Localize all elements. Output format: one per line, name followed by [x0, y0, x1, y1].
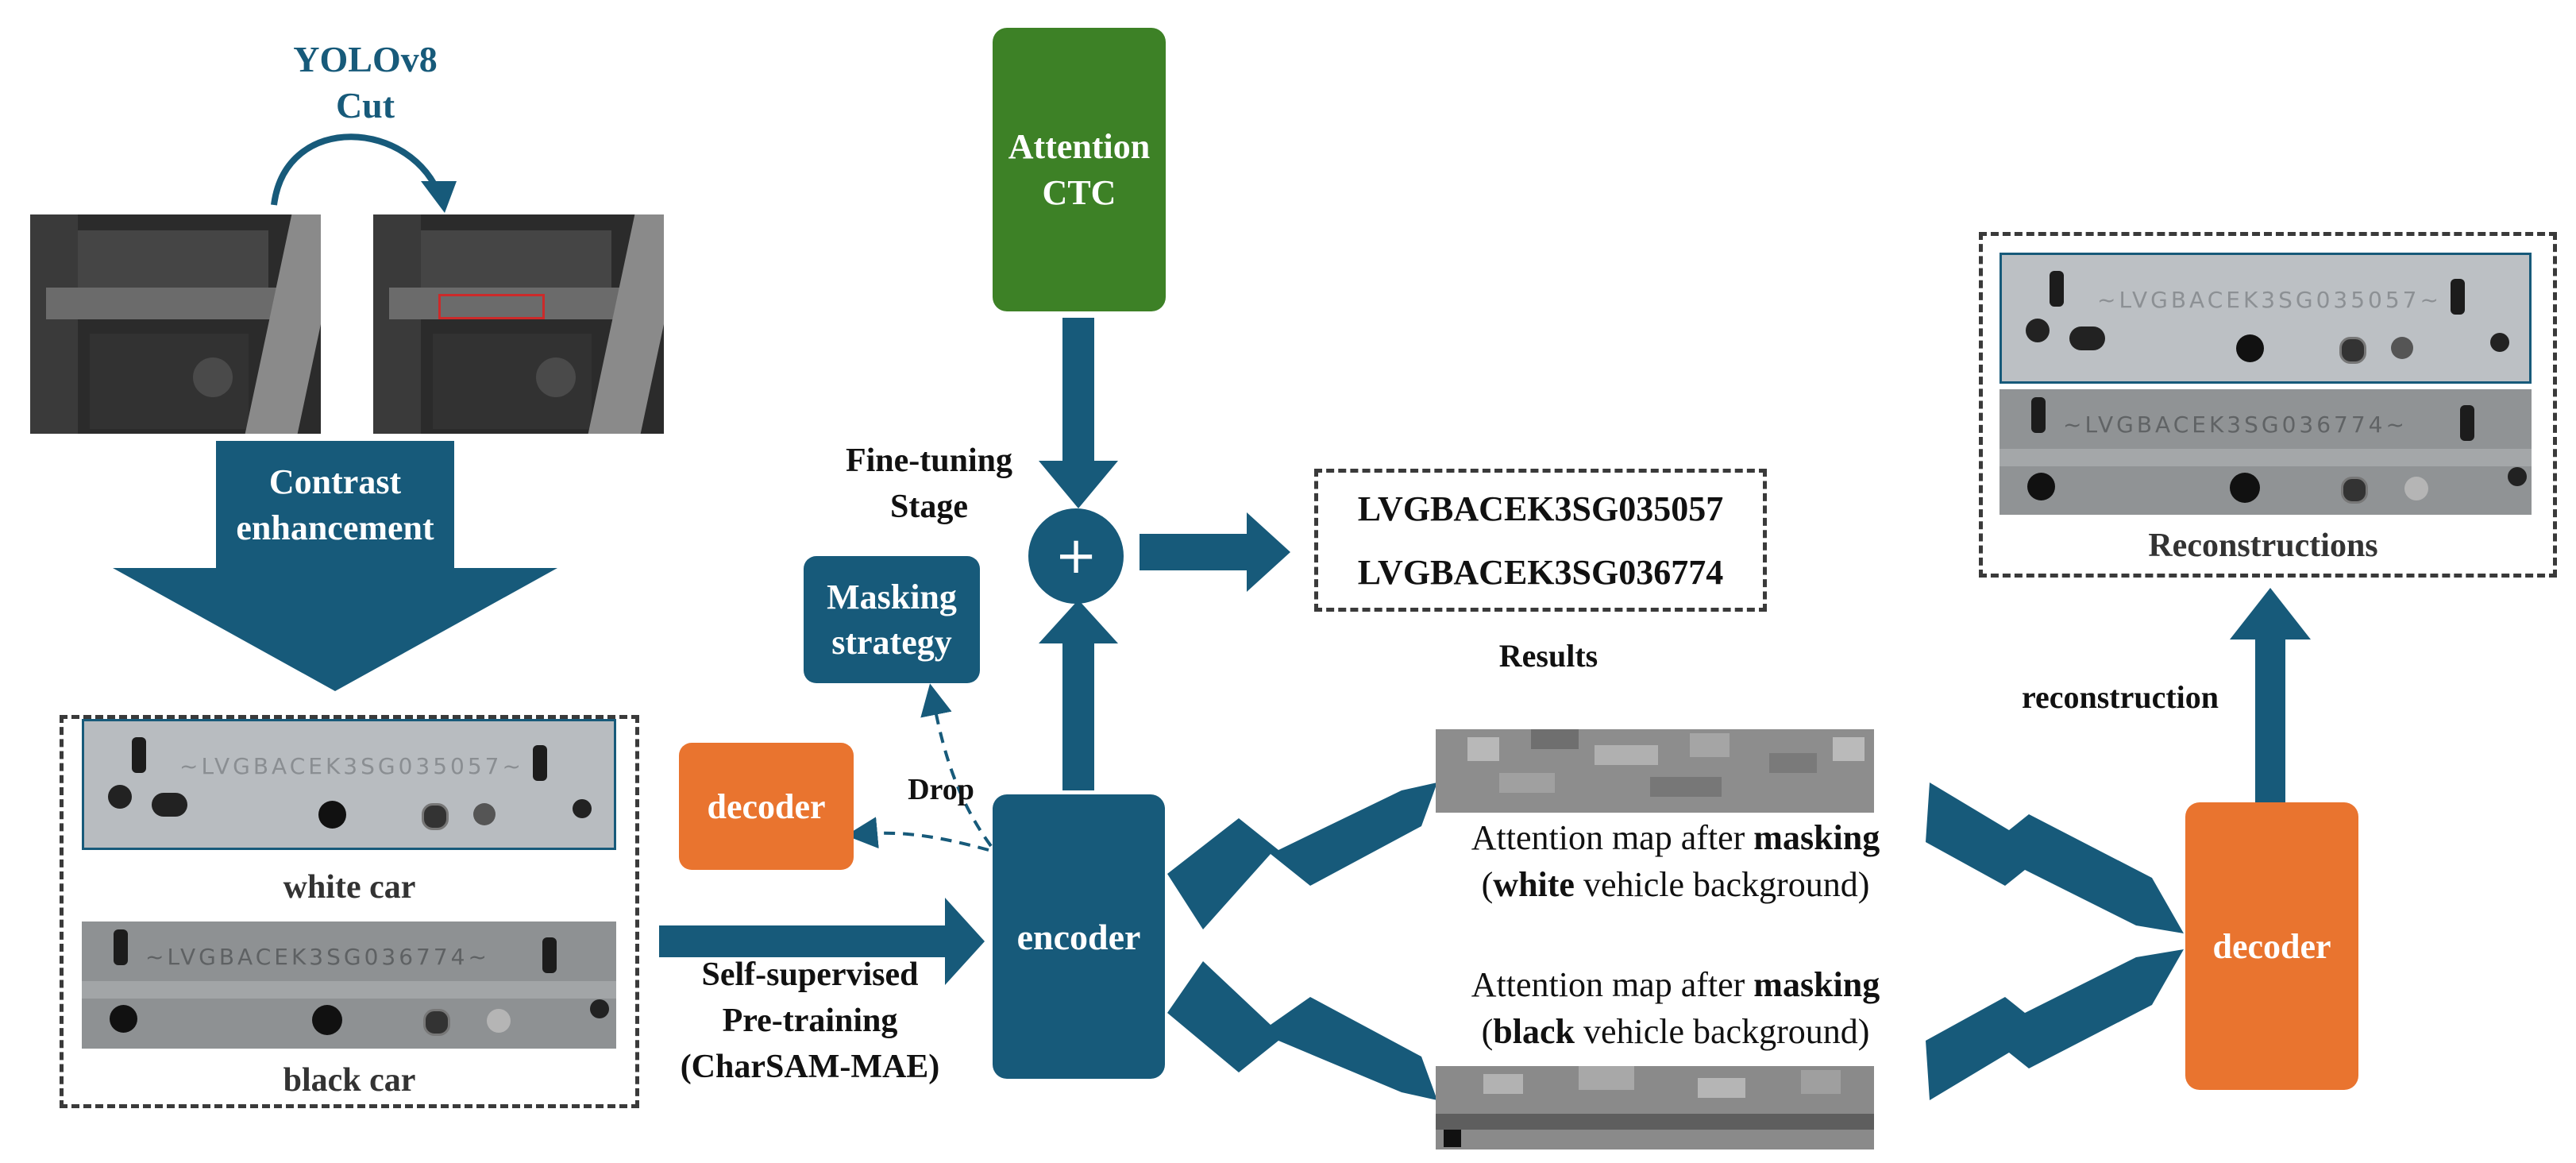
attention-black-prefix: Attention map after — [1471, 965, 1754, 1004]
yolo-label: YOLOv8 — [293, 39, 438, 79]
encoder-to-black-map-arrow — [1167, 961, 1437, 1100]
attention-black-word: black — [1493, 1012, 1575, 1052]
attention-caption-black: Attention map after masking (black vehic… — [1406, 961, 1945, 1056]
white-map-to-decoder-arrow — [1926, 782, 2184, 933]
sample-plates-group — [60, 715, 639, 1108]
selfsup-label-3: (CharSAM-MAE) — [680, 1049, 940, 1085]
attention-white-bold: masking — [1753, 818, 1880, 857]
cut-vehicle-photo — [373, 214, 664, 434]
attention-white-prefix: Attention map after — [1471, 818, 1754, 857]
cut-label: Cut — [335, 85, 395, 126]
encoder-label: encoder — [1016, 916, 1141, 957]
selfsup-label-1: Self-supervised — [701, 956, 919, 993]
masking-label-2: strategy — [831, 623, 952, 662]
result-line-1: LVGBACEK3SG035057 — [1357, 489, 1724, 528]
masking-label-1: Masking — [827, 577, 957, 616]
reconstruction-up-arrow — [2230, 588, 2311, 802]
reconstructions-group — [1979, 232, 2557, 578]
reconstruction-label: reconstruction — [2021, 679, 2219, 715]
selfsup-label-2: Pre-training — [722, 1003, 898, 1039]
reconstruction-black-plate: ~LVGBACEK3SG036774~ — [1999, 389, 2532, 515]
encoder-to-white-map-arrow — [1167, 782, 1437, 929]
contrast-label-1: Contrast — [268, 462, 402, 501]
selfsup-arrow — [659, 898, 985, 985]
yolo-curve-arrow — [271, 133, 444, 206]
encoder-block: encoder — [993, 794, 1165, 1079]
attention-down-arrow — [1039, 318, 1118, 508]
decoder-block: decoder — [2185, 802, 2358, 1090]
attention-caption-white: Attention map after masking (white vehic… — [1406, 814, 1945, 909]
result-line-2: LVGBACEK3SG036774 — [1357, 553, 1724, 592]
yolo-arrowhead — [421, 181, 457, 213]
black-car-label: black car — [283, 1062, 416, 1099]
contrast-label-2: enhancement — [236, 508, 434, 547]
drop-arrow-to-decoder — [846, 817, 989, 852]
results-box — [1314, 469, 1767, 612]
finetune-label-2: Stage — [890, 489, 968, 525]
plus-right-arrow — [1140, 512, 1290, 592]
attention-white-open: ( — [1481, 865, 1494, 905]
masking-strategy-block: Masking strategy — [804, 556, 980, 683]
decoder-dropped-label: decoder — [707, 786, 826, 826]
reconstruction-white-plate: ~LVGBACEK3SG035057~ — [1999, 253, 2532, 384]
attention-label-1: Attention — [1008, 127, 1151, 167]
attention-map-black — [1436, 1066, 1874, 1149]
yolo-detection-box — [438, 294, 545, 319]
attention-black-bold: masking — [1753, 965, 1880, 1004]
attention-white-word: white — [1493, 865, 1575, 905]
contrast-arrow — [113, 441, 557, 691]
attention-label-2: CTC — [1042, 172, 1116, 212]
drop-label: Drop — [908, 773, 974, 806]
black-car-plate: ~LVGBACEK3SG036774~ — [82, 922, 616, 1049]
attention-black-rest: vehicle background) — [1574, 1012, 1870, 1052]
attention-ctc-block: Attention CTC — [993, 28, 1166, 311]
black-map-to-decoder-arrow — [1926, 949, 2184, 1100]
results-label: Results — [1498, 638, 1598, 674]
decoder-label: decoder — [2212, 926, 2331, 966]
finetune-label-1: Fine-tuning — [845, 442, 1013, 479]
decoder-dropped-block: decoder — [679, 743, 854, 870]
plus-symbol: + — [1055, 527, 1097, 585]
drop-arrow-to-masking — [920, 683, 993, 848]
white-car-label: white car — [283, 869, 416, 906]
attention-white-rest: vehicle background) — [1574, 865, 1870, 905]
original-vehicle-photo — [30, 214, 321, 434]
encoder-up-arrow — [1039, 600, 1118, 790]
reconstructions-label: Reconstructions — [2148, 527, 2378, 564]
attention-map-white — [1436, 729, 1874, 813]
fusion-plus-circle: + — [1028, 508, 1124, 604]
white-car-plate: ~LVGBACEK3SG035057~ — [82, 719, 616, 850]
attention-black-open: ( — [1481, 1012, 1494, 1052]
